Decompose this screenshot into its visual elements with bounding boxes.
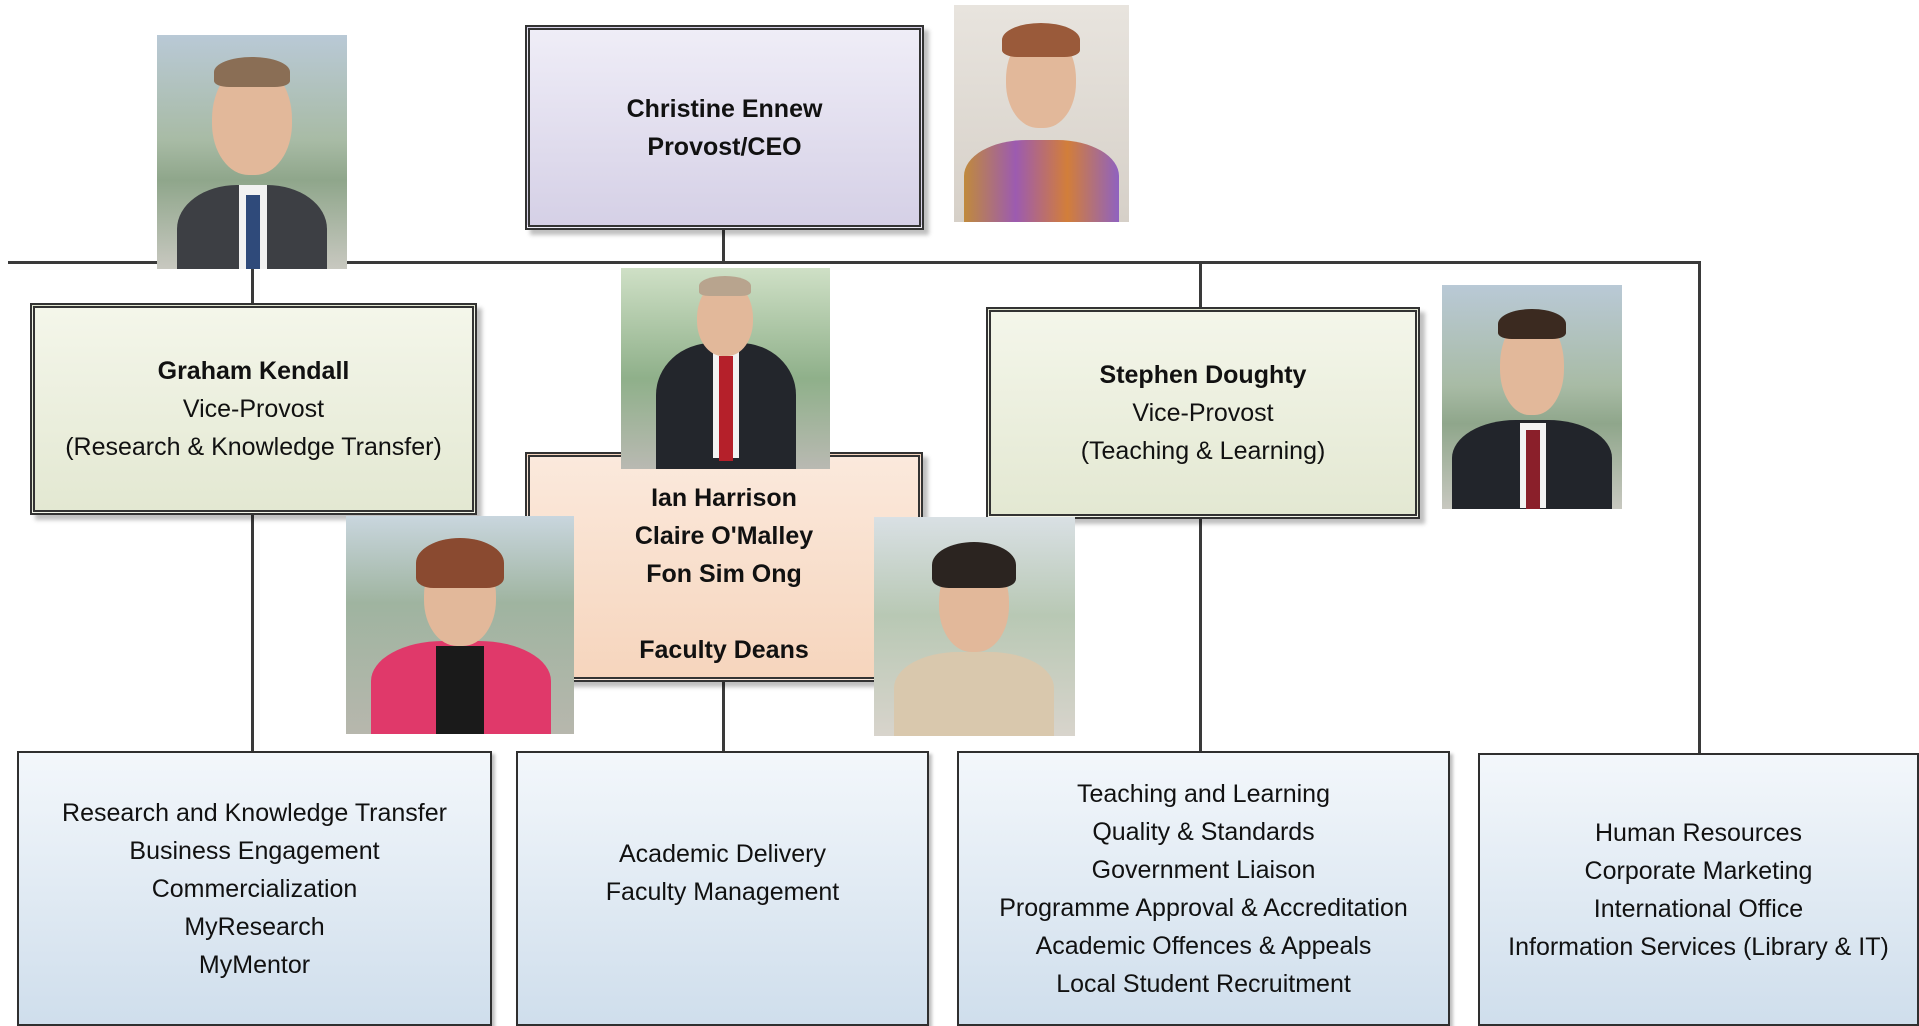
ceo-box: Christine Ennew Provost/CEO <box>525 25 924 230</box>
services-connector <box>1698 261 1701 755</box>
unit-item: Local Student Recruitment <box>1056 969 1351 998</box>
vp-teaching-name: Stephen Doughty <box>1099 361 1307 389</box>
unit-academic-box: Academic Delivery Faculty Management <box>516 751 929 1026</box>
dean-name-1: Ian Harrison <box>651 484 797 512</box>
unit-item: Human Resources <box>1594 818 1803 847</box>
vp-research-title: Vice-Provost <box>182 395 325 423</box>
unit-services-box: Human Resources Corporate Marketing Inte… <box>1478 753 1919 1026</box>
unit-item: Programme Approval & Accreditation <box>999 893 1408 922</box>
unit-item: Faculty Management <box>605 878 840 906</box>
vp-teaching-box: Stephen Doughty Vice-Provost (Teaching &… <box>986 307 1420 519</box>
dean-name-3: Fon Sim Ong <box>646 560 802 588</box>
unit-item: Academic Offences & Appeals <box>1035 931 1372 960</box>
dean-name-2: Claire O'Malley <box>634 522 814 550</box>
portrait-photo-fon-sim-ong <box>874 517 1075 736</box>
deans-down-connector <box>722 680 725 753</box>
main-horizontal-connector <box>8 261 1701 264</box>
ceo-down-connector <box>722 226 725 263</box>
portrait-photo-stephen-doughty <box>1442 285 1622 509</box>
unit-item: Business Engagement <box>129 836 380 865</box>
unit-item: Commercialization <box>151 874 358 903</box>
deans-title: Faculty Deans <box>639 636 809 664</box>
portrait-photo-claire-omalley <box>346 516 574 734</box>
unit-teaching-box: Teaching and Learning Quality & Standard… <box>957 751 1450 1026</box>
vp-research-name: Graham Kendall <box>157 357 350 385</box>
vp-teaching-portfolio: (Teaching & Learning) <box>1080 437 1326 465</box>
ceo-name: Christine Ennew <box>626 94 823 123</box>
portrait-photo-christine-ennew <box>954 5 1129 222</box>
unit-item: Information Services (Library & IT) <box>1508 932 1889 961</box>
portrait-photo-graham-kendall <box>157 35 347 269</box>
portrait-photo-ian-harrison <box>621 268 830 469</box>
ceo-title: Provost/CEO <box>647 132 802 161</box>
unit-item: Research and Knowledge Transfer <box>62 798 447 827</box>
vp-research-portfolio: (Research & Knowledge Transfer) <box>65 433 442 461</box>
unit-item: Teaching and Learning <box>1077 779 1330 808</box>
unit-item: Quality & Standards <box>1092 817 1315 846</box>
unit-item: International Office <box>1593 894 1804 923</box>
vp-research-box: Graham Kendall Vice-Provost (Research & … <box>30 303 477 515</box>
unit-item: Academic Delivery <box>618 840 826 868</box>
deans-box: Ian Harrison Claire O'Malley Fon Sim Ong… <box>525 452 923 682</box>
unit-item: Corporate Marketing <box>1584 856 1813 885</box>
unit-item: MyMentor <box>198 950 311 979</box>
vp-teaching-title: Vice-Provost <box>1132 399 1274 427</box>
unit-item: MyResearch <box>184 912 325 941</box>
unit-item: Government Liaison <box>1091 855 1316 884</box>
unit-research-box: Research and Knowledge Transfer Business… <box>17 751 492 1026</box>
